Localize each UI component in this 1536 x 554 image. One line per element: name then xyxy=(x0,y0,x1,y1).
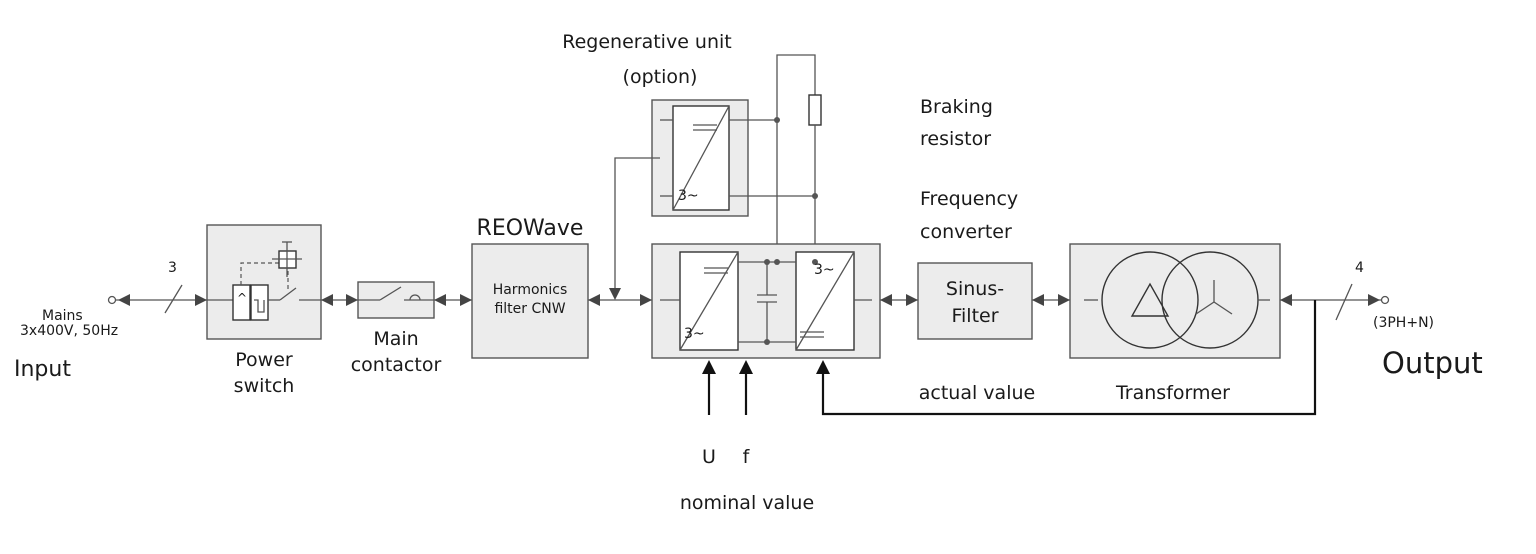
junction-e xyxy=(774,259,780,265)
transformer xyxy=(1069,243,1281,359)
output-spec-label: (3PH+N) xyxy=(1373,315,1434,331)
harmonics-filter xyxy=(471,243,589,359)
ps-relay-2 xyxy=(250,284,269,321)
mains-label-1: Mains xyxy=(42,308,83,324)
primary-winding xyxy=(1101,251,1199,349)
frequency-converter xyxy=(651,243,881,359)
ps-mechanical-link xyxy=(240,262,289,292)
sinus-filter xyxy=(917,262,1033,340)
converter-label-1: Frequency xyxy=(920,188,1018,210)
f-label: f xyxy=(743,446,751,468)
converter-label-2: converter xyxy=(920,221,1012,243)
arrow-g xyxy=(880,294,892,306)
harmonics-label-2: filter CNW xyxy=(494,301,565,317)
power-switch-label-1: Power xyxy=(235,349,293,371)
delta-symbol xyxy=(1130,282,1170,317)
junction-a xyxy=(774,117,780,123)
output-terminal xyxy=(1380,295,1390,305)
input-phase-count: 3 xyxy=(168,260,177,276)
regenerative-label-1: Regenerative unit xyxy=(562,31,732,53)
wye-b xyxy=(1195,301,1215,315)
junction-c xyxy=(764,259,770,265)
transformer-box xyxy=(1069,243,1281,359)
main-contactor-label-2: contactor xyxy=(351,354,442,376)
sinus-filter-label-2: Filter xyxy=(951,305,998,327)
input-title: Input xyxy=(14,357,71,382)
power-switch: ^ xyxy=(206,224,322,340)
mc-contact xyxy=(379,286,402,301)
regen-feed-arrow xyxy=(609,288,621,300)
arrow-b xyxy=(346,294,358,306)
ps-relay-curve xyxy=(254,299,265,313)
arrow-e xyxy=(588,294,600,306)
feedback-arrow xyxy=(816,360,830,374)
power-switch-label-2: switch xyxy=(234,375,295,397)
junction-b xyxy=(812,193,818,199)
main-line xyxy=(107,283,1390,321)
harmonics-label-1: Harmonics xyxy=(493,282,568,298)
braking-resistor-line xyxy=(776,54,816,244)
output-phase-slash xyxy=(1335,283,1353,321)
input-terminal xyxy=(107,295,117,305)
arrow-h xyxy=(906,294,918,306)
output-phase-count: 4 xyxy=(1355,260,1364,276)
arrow-c xyxy=(434,294,446,306)
harmonics-filter-box xyxy=(471,243,589,359)
mc-coil-mark xyxy=(409,294,421,301)
sinus-filter-label-1: Sinus- xyxy=(946,278,1004,300)
arrow-k xyxy=(1280,294,1292,306)
arrow-a xyxy=(321,294,333,306)
u-label: U xyxy=(702,446,716,468)
main-contactor xyxy=(357,281,435,319)
braking-label-1: Braking xyxy=(920,96,993,118)
u-input-arrow xyxy=(702,360,716,374)
f-input-arrow xyxy=(739,360,753,374)
arrow-l xyxy=(1368,294,1380,306)
output-title: Output xyxy=(1382,346,1483,380)
inverter-ac-symbol: 3~ xyxy=(814,262,835,278)
transformer-label: Transformer xyxy=(1115,382,1230,404)
ps-switch-blade xyxy=(279,287,297,301)
harmonics-brand-label: REOWave xyxy=(477,216,584,241)
main-contactor-label-1: Main xyxy=(373,328,418,350)
braking-resistor-element xyxy=(808,94,822,126)
arrow-i xyxy=(1032,294,1044,306)
input-arrow-left xyxy=(118,294,130,306)
actual-value-label: actual value xyxy=(919,382,1035,404)
nominal-value-label: nominal value xyxy=(680,492,814,514)
junction-d xyxy=(764,339,770,345)
junction-f xyxy=(812,259,818,265)
rect-diagonal xyxy=(679,251,739,351)
feedback-line xyxy=(821,300,1317,416)
setpoint-inputs xyxy=(702,360,753,415)
labels: Mains 3x400V, 50Hz 3 Input Power switch … xyxy=(14,31,1483,514)
wye-c xyxy=(1213,301,1233,315)
mains-label-2: 3x400V, 50Hz xyxy=(20,323,118,339)
regen-diagonal xyxy=(672,105,730,211)
regenerative-label-2: (option) xyxy=(623,66,698,88)
rectifier-ac-symbol: 3~ xyxy=(684,326,705,342)
arrow-d xyxy=(460,294,472,306)
feedback-loop xyxy=(816,300,1317,416)
regen-ac-symbol: 3~ xyxy=(678,188,699,204)
power-switch-box xyxy=(206,224,322,340)
inv-diagonal xyxy=(795,251,855,351)
braking-resistor xyxy=(774,54,822,244)
arrow-f xyxy=(640,294,652,306)
regenerative-unit xyxy=(609,99,815,300)
input-arrow-right xyxy=(195,294,207,306)
braking-label-2: resistor xyxy=(920,128,991,150)
regen-feed-line xyxy=(614,157,660,292)
arrow-j xyxy=(1058,294,1070,306)
sinus-filter-box xyxy=(917,262,1033,340)
ps-relay-mark: ^ xyxy=(237,291,247,305)
input-phase-slash xyxy=(164,284,183,314)
